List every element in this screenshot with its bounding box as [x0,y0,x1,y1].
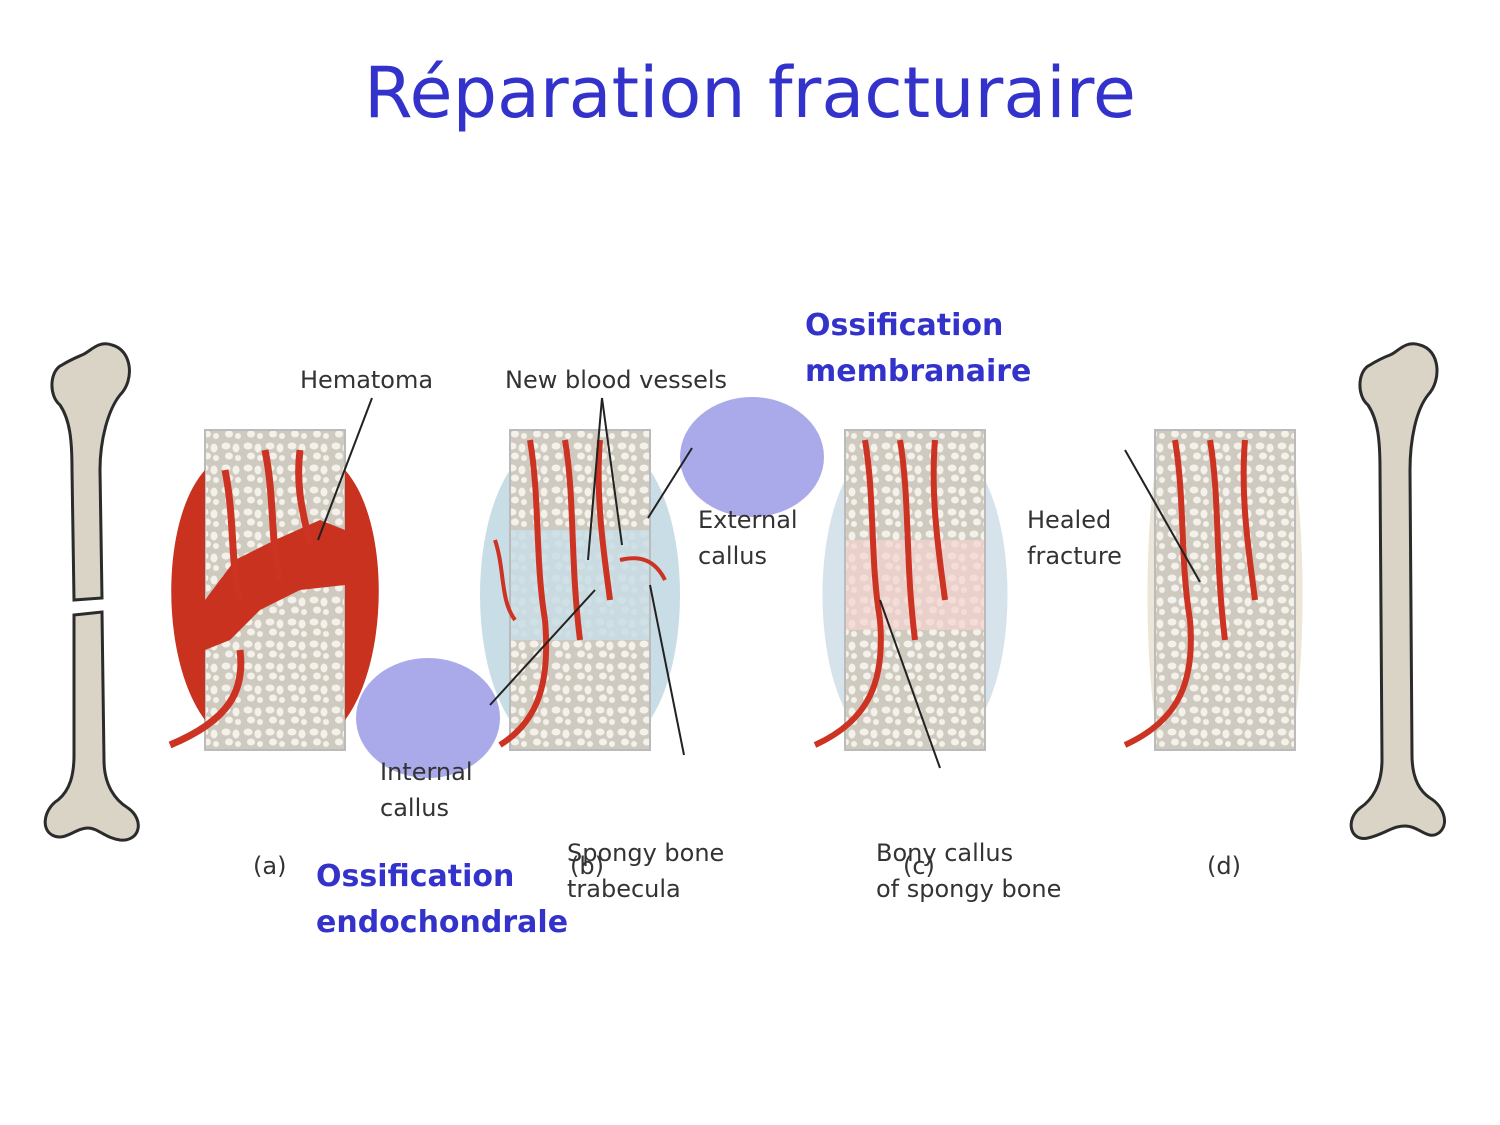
femur-left-fractured [43,342,140,842]
panel-label-b: (b) [570,852,604,880]
panel-c-illustration [813,429,1008,751]
panel-label-a: (a) [253,852,287,880]
label-new-blood-vessels: New blood vessels [505,366,728,394]
internal-callus-bubble [356,658,500,778]
panel-d-illustration [1123,429,1303,751]
leader-lines [317,397,1201,769]
femur-right-healed [1349,342,1446,840]
panel-b-illustration [480,429,680,751]
slide-title: Réparation fracturaire [364,52,1136,134]
external-callus-bubble [680,397,824,517]
panel-label-d: (d) [1207,852,1241,880]
panel-a-illustration [168,429,379,751]
panel-label-c: (c) [903,852,935,880]
label-hematoma: Hematoma [300,366,434,394]
